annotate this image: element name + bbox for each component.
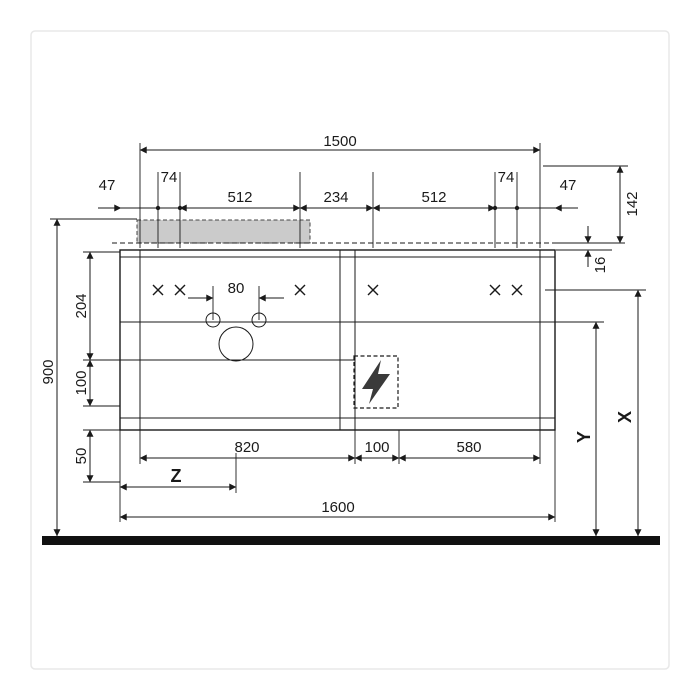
dim-chain-74-left: 74	[161, 169, 178, 186]
dim-bottom-820: 820	[234, 439, 259, 456]
cross-mark-icon	[174, 284, 186, 296]
cross-mark-icon	[511, 284, 523, 296]
dim-bottom-total: 1600	[321, 499, 354, 516]
dimensions-left: 900 204 100 50	[40, 218, 137, 537]
dim-left-100: 100	[73, 370, 90, 395]
dim-chain-512-right: 512	[421, 189, 446, 206]
dim-right-drop: 142	[624, 191, 641, 216]
drain-hole	[218, 326, 254, 362]
dim-tap-spacing: 80	[228, 280, 245, 297]
dim-chain-47-left: 47	[99, 177, 116, 194]
dim-chain-47-right: 47	[560, 177, 577, 194]
console-top	[112, 219, 625, 251]
floor-line	[42, 536, 660, 545]
cross-mark-icon	[367, 284, 379, 296]
dim-console-thickness: 16	[592, 257, 609, 274]
dim-chain-234: 234	[323, 189, 348, 206]
dim-chain-74-right: 74	[498, 169, 515, 186]
cabinet-body	[83, 249, 556, 431]
dim-left-height: 900	[40, 359, 57, 384]
dim-left-204: 204	[73, 293, 90, 318]
basin-footprint-shaded	[136, 219, 311, 244]
image-frame	[30, 30, 670, 670]
tap-hole-right	[251, 312, 267, 328]
cross-mark-icon	[489, 284, 501, 296]
dim-bottom-580: 580	[456, 439, 481, 456]
dim-var-y: Y	[574, 431, 594, 443]
cross-mark-icon	[294, 284, 306, 296]
tap-and-drain: 80	[188, 280, 284, 362]
dimensions-right: 142 16 Y X	[543, 165, 646, 537]
tap-hole-left	[205, 312, 221, 328]
dim-var-z: Z	[171, 466, 182, 486]
dim-top-total: 1500	[323, 133, 356, 150]
cross-mark-icon	[152, 284, 164, 296]
dimensions-bottom: 820 100 580 Z 1600	[119, 430, 556, 522]
drill-marks	[152, 284, 523, 296]
dim-left-50: 50	[73, 448, 90, 465]
dim-var-x: X	[615, 411, 635, 423]
lightning-icon	[362, 360, 390, 404]
dim-bottom-100: 100	[364, 439, 389, 456]
electrical-box	[353, 355, 399, 409]
dimensions-top: 1500 47 74 512 234 512 74 47	[98, 133, 578, 248]
dim-chain-512-left: 512	[227, 189, 252, 206]
